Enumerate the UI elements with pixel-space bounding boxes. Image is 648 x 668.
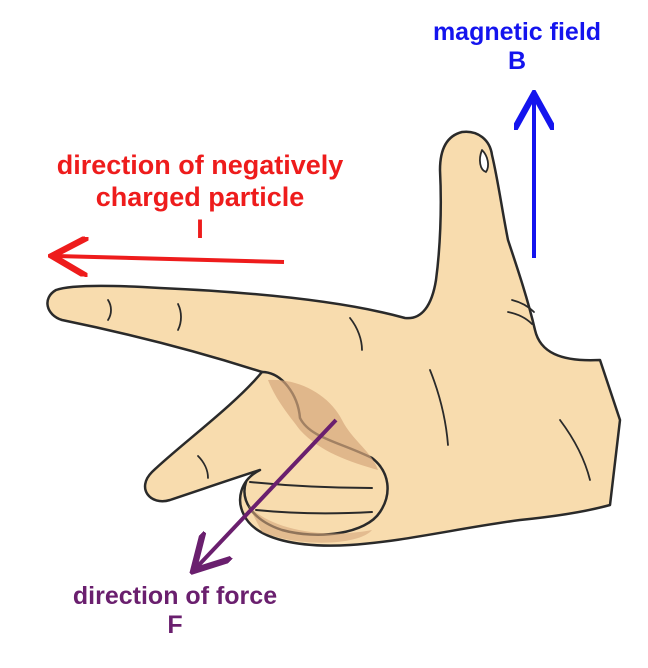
- current-direction-arrow: [56, 256, 285, 262]
- force-text: direction of force: [72, 582, 278, 610]
- force-label: direction of force F: [20, 582, 330, 640]
- magnetic-field-text: magnetic field: [432, 18, 602, 46]
- left-hand-icon: [46, 130, 622, 547]
- force-arrow: [196, 418, 338, 568]
- hand-body: [46, 130, 622, 547]
- current-symbol: I: [196, 213, 204, 244]
- magnetic-field-label: magnetic field B: [392, 18, 642, 76]
- current-direction-label: direction of negatively charged particle…: [10, 150, 390, 246]
- force-symbol: F: [167, 610, 183, 639]
- thumb-nail: [479, 149, 489, 173]
- palm-shadow: [268, 379, 378, 470]
- current-direction-text-line2: charged particle: [95, 181, 305, 212]
- current-direction-text-line1: direction of negatively: [56, 150, 344, 180]
- magnetic-field-symbol: B: [507, 46, 527, 75]
